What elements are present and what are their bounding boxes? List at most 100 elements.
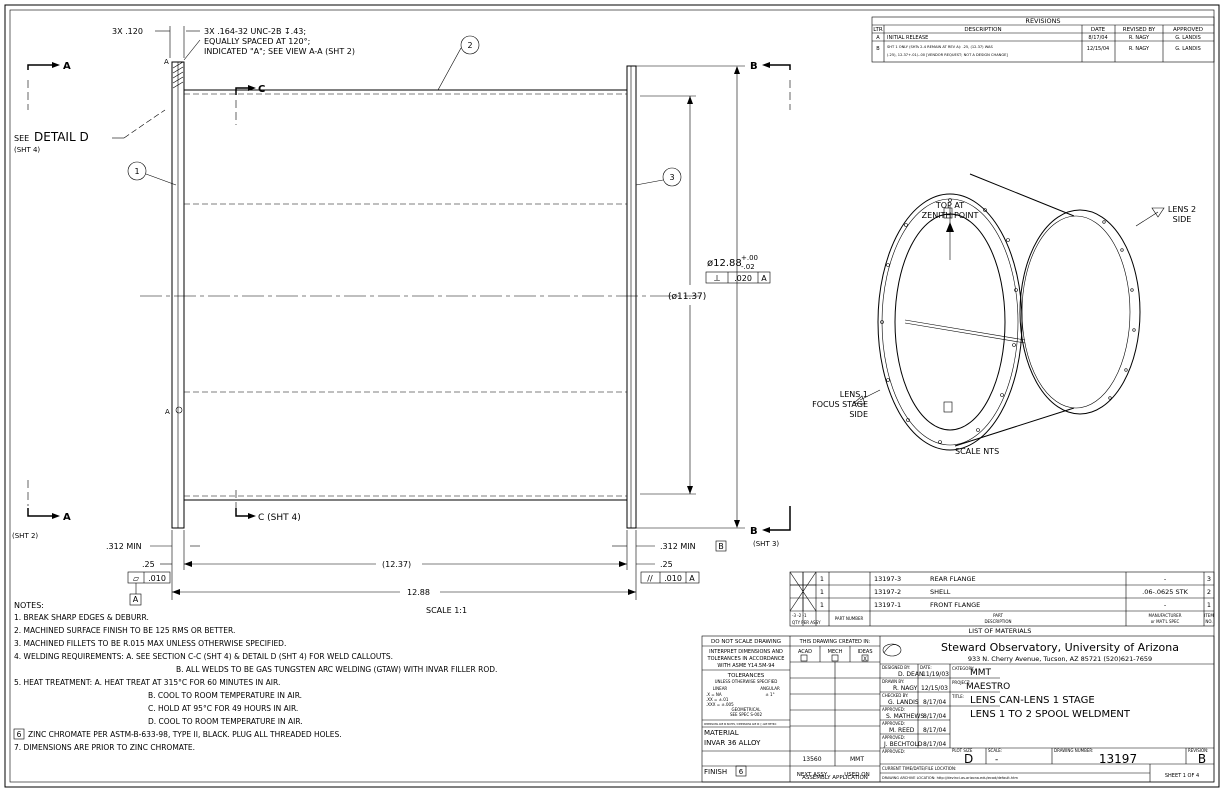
outer-border: [4, 4, 1220, 788]
section-marker-b: B B (SHT 3): [750, 61, 791, 548]
note-5b: B. COOL TO ROOM TEMPERATURE IN AIR.: [148, 691, 302, 700]
perp-symbol: ⟂: [714, 274, 720, 284]
bom-title: LIST OF MATERIALS: [969, 627, 1032, 635]
detail-d-callout: SEE DETAIL D (SHT 4): [14, 109, 166, 154]
diameter-dimension: ø12.88 +.00 -.02 ⟂ .020 A: [636, 65, 771, 529]
par-value: .010: [664, 574, 682, 583]
dia-tol-minus: -.02: [741, 263, 755, 271]
ideas-label: IDEAS: [857, 649, 872, 655]
revision-row: B SHT 1 ONLY (SHTs 2-4 REMAIN AT REV A):…: [876, 45, 1201, 57]
thread-spacing: EQUALLY SPACED AT 120°;: [204, 37, 310, 46]
revisions-table: REVISIONS LTR DESCRIPTION DATE REVISED B…: [871, 16, 1215, 63]
section-c-top-label: C: [258, 84, 265, 95]
svg-text:(.25), 12.37+.01/-.00 [VENDOR: (.25), 12.37+.01/-.00 [VENDOR REQUEST; N…: [887, 53, 1008, 57]
svg-text:13197-1: 13197-1: [874, 601, 901, 609]
svg-text:SHELL: SHELL: [930, 588, 951, 596]
checked-date: 8/17/04: [923, 699, 946, 706]
tol-x: .X = NA: [706, 692, 722, 697]
date-label: DATE:: [920, 665, 932, 670]
svg-text:REAR FLANGE: REAR FLANGE: [930, 575, 976, 583]
flat-value: .010: [148, 574, 166, 583]
svg-text:SHT 1 ONLY (SHTs 2-4 REMAIN AT: SHT 1 ONLY (SHTs 2-4 REMAIN AT REV A): .…: [887, 45, 994, 49]
bill-of-materials: 1 13197-3 REAR FLANGE - 3 1 13197-2 SHEL…: [789, 571, 1214, 635]
bom-mfr-header-2: or MAT'L SPEC: [1151, 619, 1180, 624]
iso-top-label-2: ZENITH POINT: [922, 211, 979, 220]
detail-name: DETAIL D: [34, 130, 89, 144]
item-balloon-1: 1: [127, 161, 177, 186]
par-symbol: //: [647, 574, 653, 583]
tol-geo: GEOMETRICAL: [732, 707, 762, 712]
approver-2: M. REED: [889, 727, 915, 734]
svg-text:13197-3: 13197-3: [874, 575, 901, 583]
interp-line-3: WITH ASME Y14.5M-94: [717, 663, 774, 669]
approver-2-date: 8/17/04: [923, 727, 946, 734]
drawn-by-label: DRAWN BY:: [882, 679, 904, 684]
used-on-label: USED ON: [844, 772, 869, 778]
overall-length: 12.88: [407, 588, 430, 597]
rev-header-desc: DESCRIPTION: [964, 27, 1001, 33]
bottom-dimensions: .312 MIN .312 MIN B .25 (12.37) .25 12.8…: [106, 530, 727, 606]
bom-item-header-2: NO.: [1205, 619, 1212, 624]
item-balloon-3: 3: [635, 167, 682, 187]
bom-item-header-1: ITEM: [1204, 613, 1214, 618]
approver-1-date: 8/17/04: [923, 713, 946, 720]
svg-text:FRONT FLANGE: FRONT FLANGE: [930, 601, 980, 609]
front-flange-bolt-holes: [880, 198, 1018, 444]
note-4b: B. ALL WELDS TO BE GAS TUNGSTEN ARC WELD…: [176, 665, 497, 674]
finish-label: FINISH: [704, 768, 727, 776]
iso-lens2-2: SIDE: [1173, 215, 1192, 224]
detail-see: SEE: [14, 134, 29, 143]
svg-text:G. LANDIS: G. LANDIS: [1175, 35, 1201, 41]
thread-callout: 3X .120 3X .164-32 UNC-2B ↧.43; EQUALLY …: [112, 26, 355, 61]
svg-text:8/17/04: 8/17/04: [1088, 35, 1107, 41]
rev-header-approved: APPROVED: [1173, 27, 1203, 33]
section-marker-a: A A (SHT 2): [12, 61, 71, 540]
tol-ang: ± 1°: [765, 692, 774, 697]
assembly-application: ASSEMBLY APPLICATION: [802, 775, 868, 781]
svg-text:.06-.0625 STK: .06-.0625 STK: [1142, 588, 1188, 596]
checked-by-label: CHECKED BY:: [882, 693, 908, 698]
svg-text:-: -: [1164, 575, 1167, 583]
iso-lens1-3: SIDE: [849, 410, 868, 419]
iso-lens1-1: LENS 1: [840, 390, 868, 399]
approver-1: S. MATHEWS: [886, 713, 924, 720]
revision-row: A INITIAL RELEASE 8/17/04 R. NAGY G. LAN…: [876, 35, 1201, 41]
approved-label-1: APPROVED:: [882, 707, 905, 712]
title-block: DO NOT SCALE DRAWING INTERPRET DIMENSION…: [701, 635, 1215, 783]
flange-right: .25: [660, 560, 673, 569]
flange-left: .25: [142, 560, 155, 569]
bom-mfr-header-1: MANUFACTURER: [1149, 613, 1182, 618]
approved-label-3: APPROVED:: [882, 735, 905, 740]
view-letter-a-mid: A: [165, 408, 170, 416]
inner-border: [9, 9, 1215, 783]
tol-spec: SEE SPEC S-002: [730, 712, 762, 717]
observatory-logo-icon: [882, 643, 902, 657]
note-7: 7. DIMENSIONS ARE PRIOR TO ZINC CHROMATE…: [14, 743, 195, 752]
bom-qty-header: QTY PER ASSY: [792, 620, 821, 625]
scale-label: SCALE:: [988, 748, 1002, 753]
bom-part-header: PART NUMBER: [835, 616, 864, 621]
datum-a: A: [133, 595, 139, 604]
sheet-number: SHEET 1 OF 4: [1165, 773, 1199, 779]
designed-by: D. DEAN: [898, 671, 923, 678]
svg-text:A: A: [876, 35, 880, 41]
svg-text:1: 1: [1207, 601, 1211, 609]
svg-text:2: 2: [1207, 588, 1211, 596]
svg-text:1: 1: [820, 575, 824, 583]
next-assy-label: NEXT ASSY: [797, 772, 828, 778]
iso-lens1-2: FOCUS STAGE: [812, 400, 868, 409]
inner-diameter-dimension: (ø11.37): [640, 95, 706, 495]
iso-lens2-1: LENS 2: [1168, 205, 1196, 214]
category-value: MMT: [970, 668, 992, 678]
ideas-checkbox: [861, 654, 869, 662]
rear-flange-bolt-holes: [1102, 220, 1136, 400]
tol-xxx: .XXX = ±.005: [706, 702, 734, 707]
bom-row: 1 13197-3 REAR FLANGE - 3: [820, 575, 1211, 583]
dia-tol-plus: +.00: [741, 254, 758, 262]
designed-by-label: DESIGNED BY:: [882, 665, 910, 670]
material-value: INVAR 36 ALLOY: [704, 739, 761, 747]
rear-flange: [626, 65, 637, 529]
inner-dia: (ø11.37): [668, 292, 706, 302]
note-3: 3. MACHINED FILLETS TO BE R.015 MAX UNLE…: [14, 639, 286, 648]
